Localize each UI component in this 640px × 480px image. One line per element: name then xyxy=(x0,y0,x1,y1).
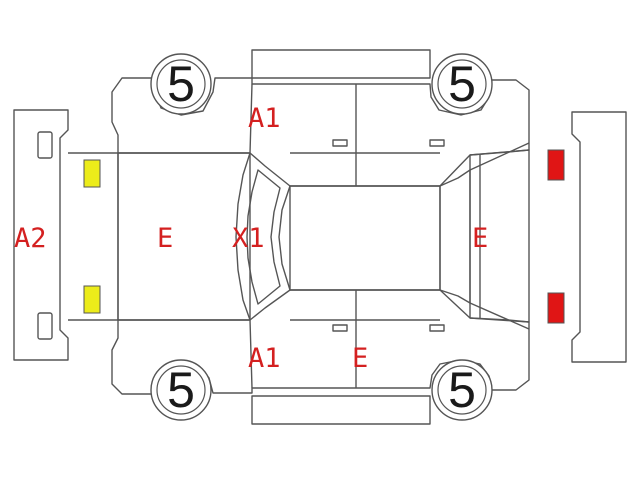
front-grille xyxy=(68,152,119,321)
wheel-front-right: 5 xyxy=(150,359,212,421)
wheel-rear-left: 5 xyxy=(431,53,493,115)
code-hood: E xyxy=(157,223,173,254)
code-front-bumper: A2 xyxy=(14,223,47,254)
code-windshield: X1 xyxy=(232,223,265,254)
door-handle-rear-top xyxy=(429,139,445,147)
wheel-rear-right-value: 5 xyxy=(448,362,476,418)
code-roof-upper-pillar: A1 xyxy=(248,103,281,134)
code-roof-lower-pillar: A1 xyxy=(248,343,281,374)
windshield xyxy=(235,152,291,321)
wheel-rear-right: 5 xyxy=(431,359,493,421)
trunk-edge-top xyxy=(469,142,530,171)
wheel-front-right-value: 5 xyxy=(167,362,195,418)
roof xyxy=(289,185,441,291)
hood xyxy=(117,152,251,321)
wheel-rear-left-value: 5 xyxy=(448,56,476,112)
trunk-edge-bottom xyxy=(469,302,530,330)
lower-side-panel xyxy=(111,317,530,395)
front-lamp-bottom xyxy=(83,285,101,314)
windshield-inner xyxy=(246,169,281,305)
code-trunk: E xyxy=(472,223,488,254)
door-handle-front-bottom xyxy=(332,324,348,332)
wheel-front-left-value: 5 xyxy=(167,56,195,112)
wheel-front-left: 5 xyxy=(150,53,212,115)
roof-rail-bottom xyxy=(251,395,431,425)
roof-outline-bottom xyxy=(290,289,471,319)
rear-window xyxy=(439,169,471,304)
door-handle-rear-bottom xyxy=(429,324,445,332)
code-rear-door-lower: E xyxy=(352,343,368,374)
rear-lamp-bottom xyxy=(547,292,565,324)
rear-lamp-top xyxy=(547,149,565,181)
front-lamp-top xyxy=(83,159,101,188)
roof-rail-top xyxy=(251,49,431,79)
rear-bumper xyxy=(571,111,627,363)
upper-side-panel xyxy=(111,77,530,156)
front-bumper-slot-top xyxy=(37,131,53,159)
front-bumper xyxy=(13,109,69,361)
roof-outline-top xyxy=(290,154,471,187)
front-bumper-slot-bottom xyxy=(37,312,53,340)
door-handle-front-top xyxy=(332,139,348,147)
